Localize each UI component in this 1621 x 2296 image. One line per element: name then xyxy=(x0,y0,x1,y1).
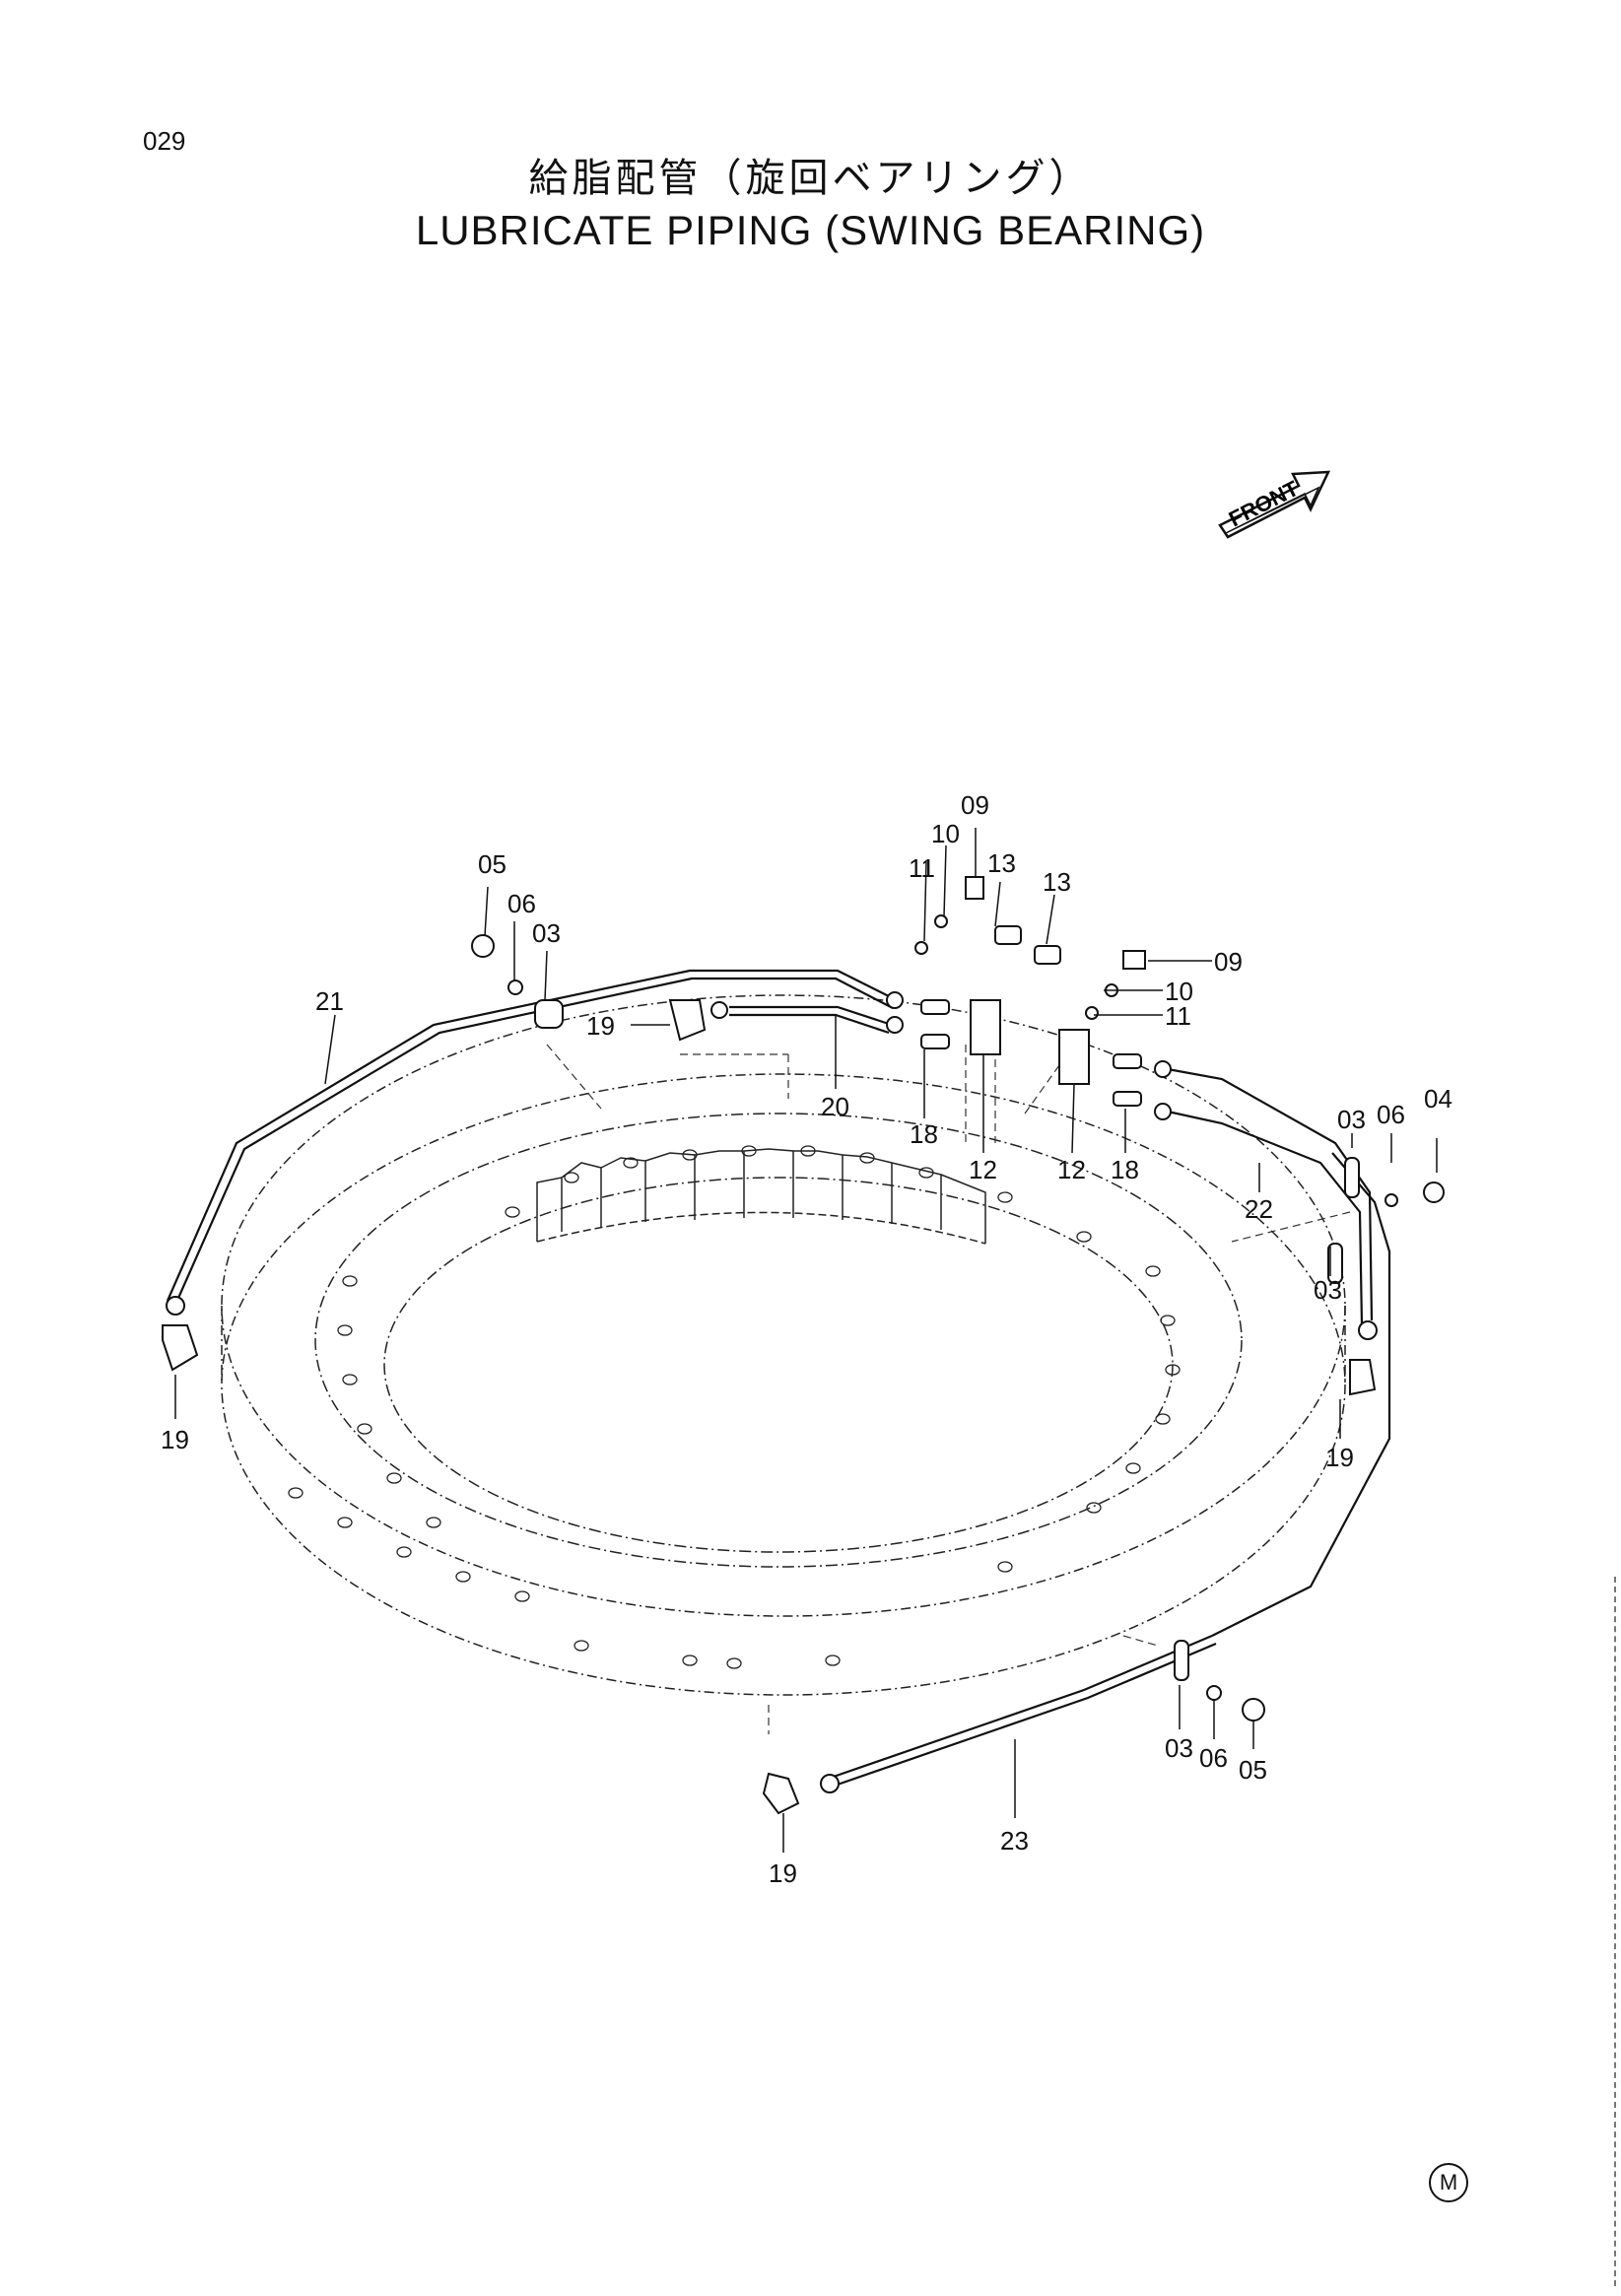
bearing-outer-ring xyxy=(221,994,1346,1696)
callout-22: 22 xyxy=(1245,1194,1273,1224)
callout-09: 09 xyxy=(961,790,989,820)
front-arrow-icon: FRONT xyxy=(1218,470,1331,539)
callout-19: 19 xyxy=(1325,1443,1354,1472)
callout-18: 18 xyxy=(1111,1155,1139,1184)
callout-05: 05 xyxy=(1239,1755,1267,1785)
callout-03: 03 xyxy=(1314,1275,1342,1305)
callout-11: 11 xyxy=(1165,1001,1191,1031)
callout-03: 03 xyxy=(1337,1105,1366,1134)
callout-19: 19 xyxy=(161,1425,189,1454)
fittings xyxy=(162,876,1445,1815)
pipe-21 xyxy=(166,969,898,1306)
callout-06: 06 xyxy=(1377,1100,1405,1129)
callout-12: 12 xyxy=(1057,1155,1086,1184)
edge-scan-marks xyxy=(1614,1577,1618,2286)
pipe-20 xyxy=(729,1005,893,1035)
block-12-left xyxy=(970,999,1001,1055)
callout-18: 18 xyxy=(910,1119,938,1149)
pipe-22 xyxy=(1167,1067,1391,1637)
corner-mark: M xyxy=(1429,2163,1468,2202)
leader-lines xyxy=(546,1044,1351,1734)
title-english: LUBRICATE PIPING (SWING BEARING) xyxy=(415,207,1206,253)
pipe-23 xyxy=(827,1634,1217,1789)
callout-21: 21 xyxy=(315,986,344,1016)
bearing-inner-ring xyxy=(314,1113,1243,1568)
callout-11: 11 xyxy=(909,853,935,883)
callout-13: 13 xyxy=(987,848,1016,878)
callout-12: 12 xyxy=(969,1155,997,1184)
bolt-holes xyxy=(288,1145,1181,1669)
callout-06: 06 xyxy=(1199,1743,1228,1773)
callout-23: 23 xyxy=(1000,1826,1029,1856)
callout-19: 19 xyxy=(586,1011,615,1041)
callout-labels: 09 10 11 13 13 09 10 11 05 06 03 21 19 2… xyxy=(161,790,1452,1888)
callout-03: 03 xyxy=(1165,1733,1193,1763)
callout-06: 06 xyxy=(507,889,536,918)
callout-04: 04 xyxy=(1424,1084,1452,1114)
callout-13: 13 xyxy=(1043,867,1071,897)
callout-05: 05 xyxy=(478,849,507,879)
callout-03: 03 xyxy=(532,918,561,948)
callout-10: 10 xyxy=(1165,977,1193,1006)
callout-20: 20 xyxy=(821,1092,849,1121)
callout-10: 10 xyxy=(931,819,960,848)
callout-09: 09 xyxy=(1214,947,1243,977)
callout-leaders xyxy=(174,828,1438,1853)
callout-19: 19 xyxy=(769,1858,797,1888)
page-number: 029 xyxy=(143,126,186,156)
title-japanese: 給脂配管（旋回ベアリング） xyxy=(528,156,1093,201)
block-12-right xyxy=(1058,1029,1090,1085)
